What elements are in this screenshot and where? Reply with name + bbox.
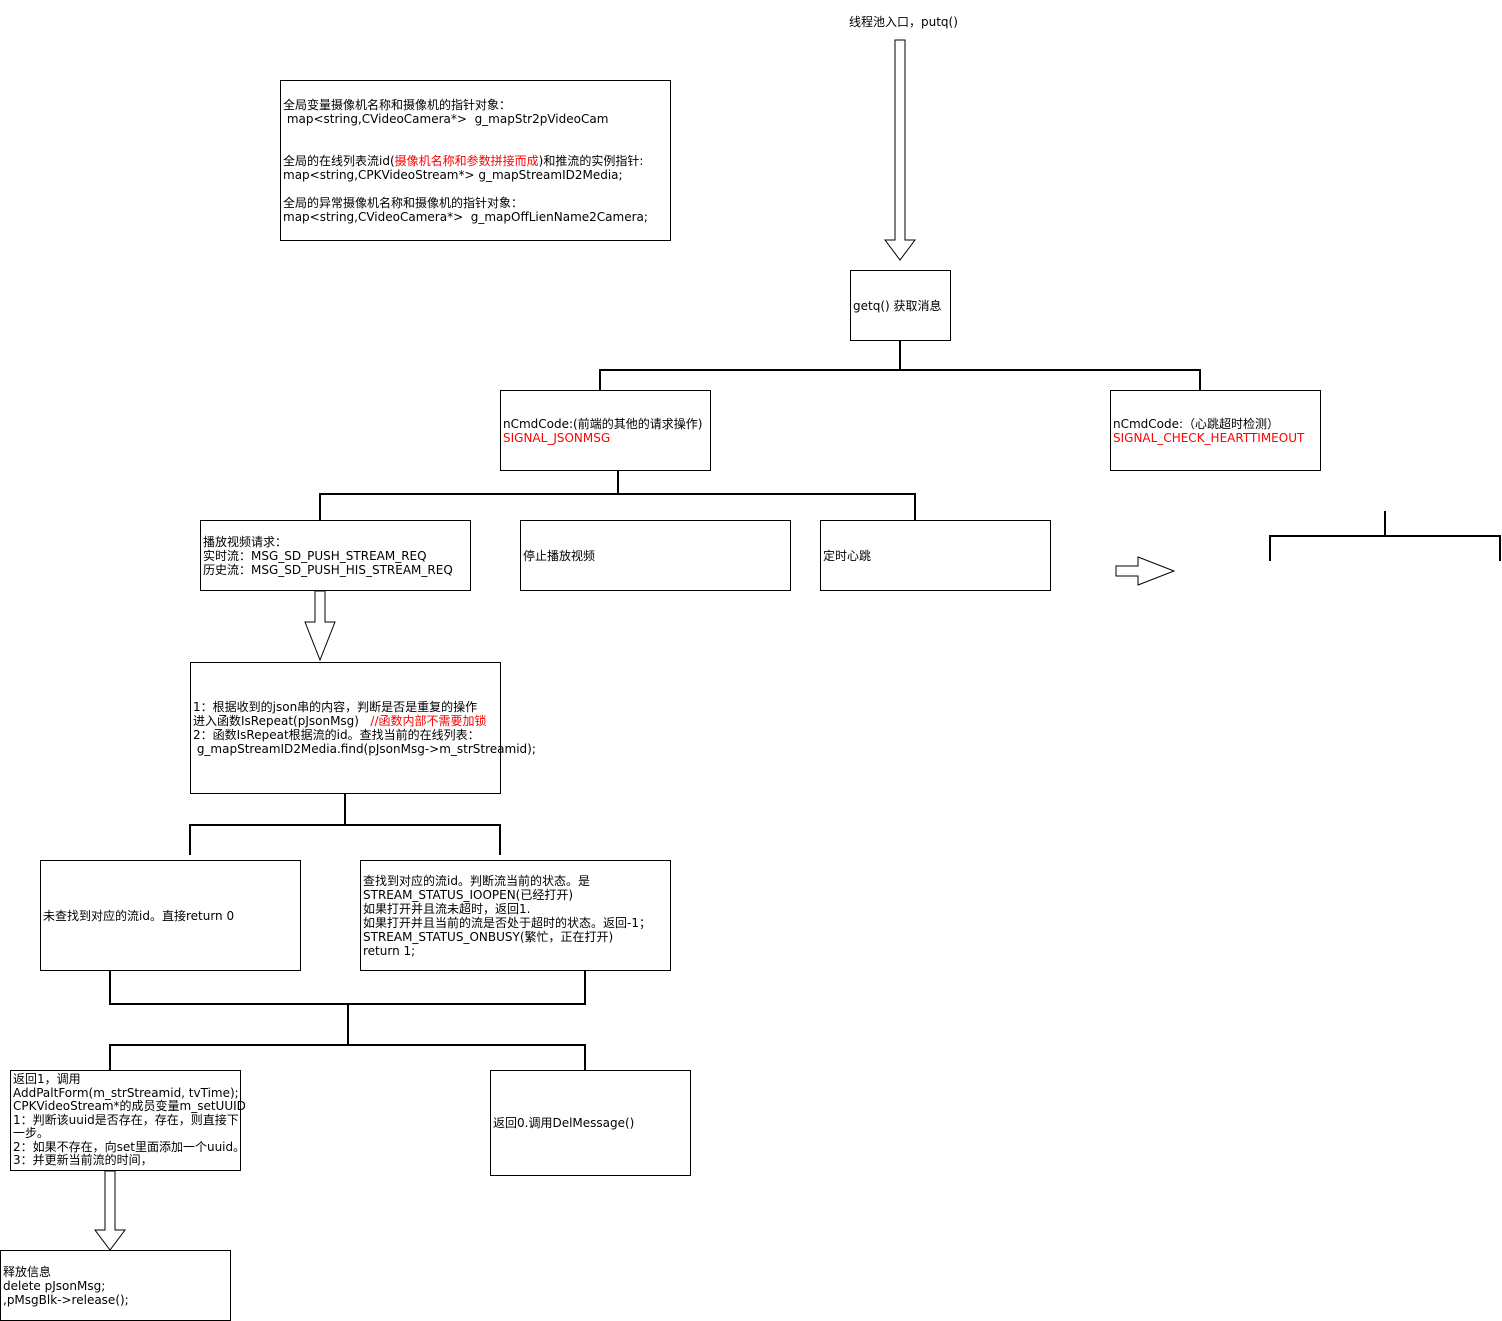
timer-text: 定时心跳 (823, 548, 872, 563)
ret1-box: 返回1，调用 AddPaltForm(m_strStreamid, tvTime… (10, 1070, 246, 1171)
found-line: STREAM_STATUS_IOOPEN(已经打开) (363, 887, 574, 902)
globals-line: 全局的异常摄像机名称和摄像机的指针对象： (283, 195, 524, 210)
play-box: 播放视频请求： 实时流：MSG_SD_PUSH_STREAM_REQ 历史流：M… (200, 520, 471, 591)
bracket-jsonmsg-children (319, 493, 916, 520)
release-box: 释放信息 delete pJsonMsg; ,pMsgBlk->release(… (0, 1250, 231, 1321)
heart-line: nCmdCode:（心跳超时检测） (1113, 416, 1280, 431)
stop-box: 停止播放视频 (520, 520, 791, 591)
bracket-cmdcode (599, 369, 1201, 390)
bracket-repeat-children (189, 824, 501, 855)
arrow-entry-down (884, 39, 916, 261)
jsonmsg-line: nCmdCode:(前端的其他的请求操作) (503, 416, 703, 431)
ret1-line: 一步。 (13, 1126, 50, 1141)
found-line: STREAM_STATUS_ONBUSY(繁忙，正在打开) (363, 929, 614, 944)
repeat-line: g_mapStreamID2Media.find(pJsonMsg->m_str… (193, 742, 536, 756)
globals-text: 全局的在线列表流id( (283, 153, 395, 168)
heart-signal: SIGNAL_CHECK_HEARTTIMEOUT (1113, 430, 1305, 445)
globals-line: map<string,CVideoCamera*> g_mapOffLienNa… (283, 209, 648, 224)
blank-line: ​ (283, 182, 668, 196)
release-line: 释放信息 (3, 1264, 52, 1279)
ret1-line: 3：并更新当前流的时间， (13, 1153, 153, 1168)
found-line: 如果打开并且当前的流是否处于超时的状态。返回-1； (363, 915, 651, 930)
play-line: 播放视频请求： (203, 534, 288, 549)
blank-line: ​ (283, 140, 668, 154)
repeat-line: 进入函数IsRepeat(pJsonMsg) //函数内部不需要加锁 (193, 714, 498, 728)
found-line: 如果打开并且流未超时，返回1. (363, 901, 531, 916)
repeat-box: 1：根据收到的json串的内容，判断是否是重复的操作 进入函数IsRepeat(… (190, 662, 536, 794)
ret0-text: 返回0.调用DelMessage() (493, 1116, 635, 1130)
globals-line: 全局的在线列表流id(摄像机名称和参数拼接而成)和推流的实例指针: (283, 154, 668, 168)
repeat-comment: //函数内部不需要加锁 (370, 714, 487, 728)
getq-text: getq() 获取消息 (853, 298, 942, 313)
globals-text: )和推流的实例指针: (538, 153, 644, 168)
globals-line: map<string,CVideoCamera*> g_mapStr2pVide… (283, 111, 609, 126)
play-line: 实时流：MSG_SD_PUSH_STREAM_REQ (203, 548, 427, 563)
timer-box: 定时心跳 (820, 520, 1051, 591)
bracket-result-children (109, 1044, 586, 1070)
notfound-box: 未查找到对应的流id。直接return 0 (40, 860, 301, 971)
release-line: ,pMsgBlk->release(); (3, 1292, 129, 1307)
ret1-line: AddPaltForm(m_strStreamid, tvTime); (13, 1085, 239, 1100)
globals-line: map<string,CPKVideoStream*> g_mapStreamI… (283, 167, 623, 182)
arrow-play-down (304, 590, 336, 662)
globals-line: 全局变量摄像机名称和摄像机的指针对象： (283, 97, 512, 112)
blank-line: ​ (283, 126, 668, 140)
found-line: return 1; (363, 943, 416, 958)
ret1-line: 1：判断该uuid是否存在，存在，则直接下 (13, 1112, 239, 1127)
play-line: 历史流：MSG_SD_PUSH_HIS_STREAM_REQ (203, 562, 453, 577)
ret1-line: 返回1，调用 (13, 1072, 81, 1087)
entry-label: 线程池入口，putq() (849, 15, 958, 29)
ret1-line: 2：如果不存在，向set里面添加一个uuid。 (13, 1139, 246, 1154)
repeat-line: 1：根据收到的json串的内容，判断是否是重复的操作 (193, 700, 478, 714)
bracket-merge (109, 971, 586, 1005)
arrow-release-down (94, 1170, 126, 1251)
repeat-text: 进入函数IsRepeat(pJsonMsg) (193, 714, 371, 728)
globals-box: 全局变量摄像机名称和摄像机的指针对象： map<string,CVideoCam… (280, 80, 671, 241)
found-box: 查找到对应的流id。判断流当前的状态。是 STREAM_STATUS_IOOPE… (360, 860, 671, 971)
release-line: delete pJsonMsg; (3, 1278, 106, 1293)
jsonmsg-box: nCmdCode:(前端的其他的请求操作) SIGNAL_JSONMSG (500, 390, 711, 471)
ret1-line: CPKVideoStream*的成员变量m_setUUID (13, 1099, 246, 1114)
stop-text: 停止播放视频 (523, 548, 596, 563)
repeat-line: 2：函数IsRepeat根据流的id。查找当前的在线列表： (193, 728, 480, 742)
jsonmsg-signal: SIGNAL_JSONMSG (503, 430, 611, 445)
getq-box: getq() 获取消息 (850, 270, 951, 341)
notfound-text: 未查找到对应的流id。直接return 0 (43, 908, 235, 923)
arrow-right (1115, 556, 1176, 586)
heart-box: nCmdCode:（心跳超时检测） SIGNAL_CHECK_HEARTTIME… (1110, 390, 1321, 471)
found-line: 查找到对应的流id。判断流当前的状态。是 (363, 873, 590, 888)
globals-highlight: 摄像机名称和参数拼接而成 (394, 153, 539, 168)
bracket-right (1269, 535, 1501, 561)
ret0-box: 返回0.调用DelMessage() (490, 1070, 691, 1176)
